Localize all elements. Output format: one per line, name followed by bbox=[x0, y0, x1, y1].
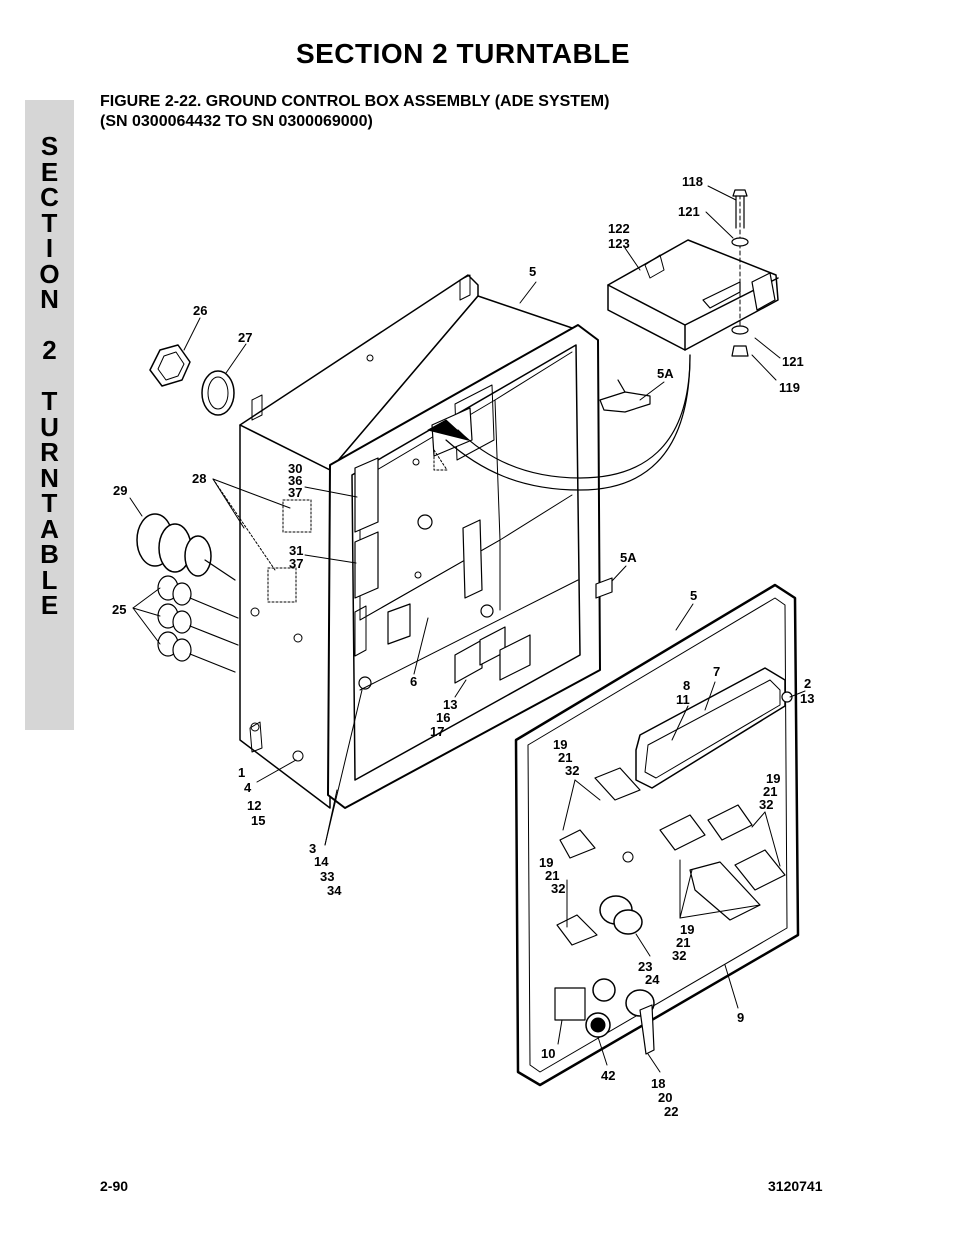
callout-121: 121 bbox=[678, 204, 700, 219]
callout-3: 3 bbox=[309, 841, 316, 856]
page-title: SECTION 2 TURNTABLE bbox=[295, 38, 631, 69]
side-tab-letter: S bbox=[40, 131, 59, 161]
side-tab-letter: E bbox=[40, 156, 59, 187]
callout-13: 13 bbox=[443, 697, 457, 712]
callout-21: 21 bbox=[558, 750, 572, 765]
callout-123: 123 bbox=[608, 236, 630, 251]
callout-2: 2 bbox=[804, 676, 811, 691]
callout-37: 37 bbox=[288, 485, 302, 500]
callout-32: 32 bbox=[672, 948, 686, 963]
callout-34: 34 bbox=[327, 883, 342, 898]
side-tab-letter: A bbox=[40, 513, 59, 544]
side-tab-letter: T bbox=[41, 386, 58, 416]
side-tab-letter: O bbox=[39, 258, 60, 289]
side-tab-letter: T bbox=[41, 488, 58, 518]
side-tab-letter: U bbox=[40, 411, 59, 442]
callout-21: 21 bbox=[763, 784, 777, 799]
side-tab-letter: N bbox=[40, 284, 59, 314]
callout-33: 33 bbox=[320, 869, 334, 884]
side-tab-letter: 2 bbox=[42, 335, 57, 365]
callout-5: 5 bbox=[690, 588, 697, 603]
callout-36: 36 bbox=[288, 473, 302, 488]
callout-4: 4 bbox=[244, 780, 252, 795]
callout-5: 5 bbox=[529, 264, 536, 279]
ade-control-module bbox=[607, 189, 779, 357]
callout-32: 32 bbox=[759, 797, 773, 812]
callout-32: 32 bbox=[565, 763, 579, 778]
callout-118: 118 bbox=[682, 174, 703, 189]
callout-10: 10 bbox=[541, 1046, 555, 1061]
figure-title-line1: FIGURE 2-22. GROUND CONTROL BOX ASSEMBLY… bbox=[100, 93, 610, 110]
enclosure-box bbox=[239, 274, 601, 809]
callout-122: 122 bbox=[608, 221, 630, 236]
side-tab-letter: L bbox=[41, 564, 58, 595]
callout-21: 21 bbox=[545, 868, 559, 883]
callout-1: 1 bbox=[238, 765, 245, 780]
callout-26: 26 bbox=[193, 303, 207, 318]
callout-9: 9 bbox=[737, 1010, 744, 1025]
callout-19: 19 bbox=[680, 922, 694, 937]
callout-6: 6 bbox=[410, 674, 417, 689]
callout-8: 8 bbox=[683, 678, 690, 693]
side-tab-letter: C bbox=[40, 182, 59, 212]
callout-16: 16 bbox=[436, 710, 450, 725]
callout-15: 15 bbox=[251, 813, 265, 828]
figure-title: FIGURE 2-22. GROUND CONTROL BOX ASSEMBLY… bbox=[100, 92, 609, 132]
callout-23: 23 bbox=[638, 959, 652, 974]
callout-12: 12 bbox=[247, 798, 261, 813]
callout-19: 19 bbox=[539, 855, 553, 870]
callout-121: 121 bbox=[782, 354, 804, 369]
callout-18: 18 bbox=[651, 1076, 665, 1091]
callout-28: 28 bbox=[192, 471, 206, 486]
callout-24: 24 bbox=[645, 972, 660, 987]
callout-20: 20 bbox=[658, 1090, 672, 1105]
callout-42: 42 bbox=[601, 1068, 615, 1083]
callout-29: 29 bbox=[113, 483, 127, 498]
callout-21: 21 bbox=[676, 935, 690, 950]
callout-32: 32 bbox=[551, 881, 565, 896]
callout-13: 13 bbox=[800, 691, 814, 706]
callout-labels: 118 121 122 123 5 26 27 5A 121 119 30 36… bbox=[112, 174, 814, 1119]
left-hardware bbox=[136, 344, 312, 673]
side-tab-letter: B bbox=[40, 539, 59, 569]
callout-25: 25 bbox=[112, 602, 126, 617]
callout-17: 17 bbox=[430, 724, 444, 739]
callout-19: 19 bbox=[766, 771, 780, 786]
callout-119: 119 bbox=[779, 380, 800, 395]
callout-22: 22 bbox=[664, 1104, 678, 1119]
side-tab-letter: R bbox=[40, 437, 59, 467]
callout-5a: 5A bbox=[620, 550, 637, 565]
callout-31: 31 bbox=[289, 543, 303, 558]
side-tab-letter: E bbox=[40, 590, 59, 620]
callout-27: 27 bbox=[238, 330, 252, 345]
callout-11: 11 bbox=[676, 692, 690, 707]
callout-leader-lines bbox=[129, 185, 806, 1073]
page-number: 2-90 bbox=[100, 1178, 129, 1194]
callout-19: 19 bbox=[553, 737, 567, 752]
callout-30: 30 bbox=[288, 461, 302, 476]
callout-14: 14 bbox=[314, 854, 329, 869]
callout-37: 37 bbox=[289, 556, 303, 571]
callout-7: 7 bbox=[713, 664, 720, 679]
side-tab-letter: T bbox=[41, 207, 58, 238]
document-number: 3120741 bbox=[768, 1178, 823, 1194]
side-tab-letter: I bbox=[45, 233, 54, 263]
front-panel bbox=[514, 583, 800, 1087]
side-tab-letter: N bbox=[40, 462, 59, 493]
mounting-bracket-5a bbox=[595, 379, 651, 599]
figure-title-line2: (SN 0300064432 TO SN 0300069000) bbox=[100, 113, 373, 130]
callout-5a: 5A bbox=[657, 366, 674, 381]
